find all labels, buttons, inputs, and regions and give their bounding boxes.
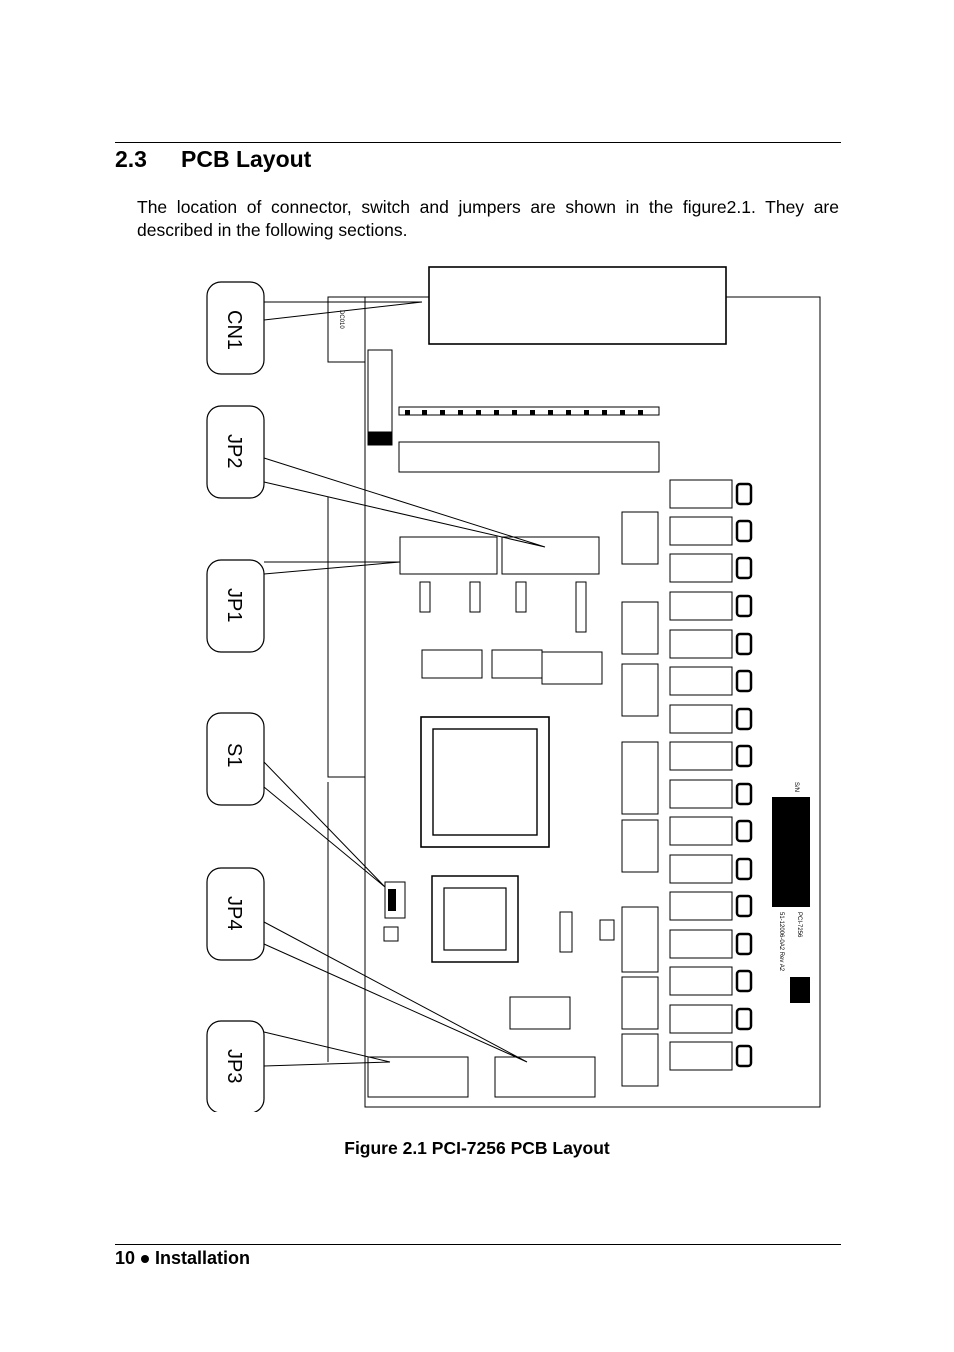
callout-label-jp4: JP4 <box>223 896 245 930</box>
callout-label-jp3: JP3 <box>223 1049 245 1083</box>
top-rule <box>115 142 841 143</box>
jp4-block <box>494 1056 596 1098</box>
page-number: 10 <box>115 1248 136 1268</box>
callout-label-s1: S1 <box>223 743 245 767</box>
pcb-drawing: S/N PCI-7256 51-12006-0A2 Rev A2 DC010 <box>206 266 821 1112</box>
callout-jp4 <box>206 867 265 961</box>
callout-jp3 <box>206 1020 265 1112</box>
callout-label-jp1: JP1 <box>223 588 245 622</box>
footer-rule <box>115 1244 841 1245</box>
callout-label-cn1: CN1 <box>223 310 245 350</box>
part-number-label: 51-12006-0A2 Rev A2 <box>778 912 784 972</box>
section-heading: 2.3 PCB Layout <box>115 146 311 173</box>
jp3-block <box>367 1056 469 1098</box>
s1-switch <box>384 881 406 919</box>
chapter-name: Installation <box>155 1248 251 1268</box>
page-footer: 10 Installation <box>115 1248 250 1269</box>
relay-column <box>669 479 733 1071</box>
pcb-layout-figure: S/N PCI-7256 51-12006-0A2 Rev A2 DC010 <box>200 262 830 1112</box>
section-number: 2.3 <box>115 146 147 172</box>
board-id-label: DC010 <box>338 310 344 329</box>
intro-paragraph: The location of connector, switch and ju… <box>137 197 839 240</box>
sn-label: S/N <box>793 782 799 792</box>
model-label: PCI-7256 <box>796 912 802 938</box>
bullet-icon <box>141 1254 150 1263</box>
terminal-row-top <box>398 406 660 473</box>
cn1-connector <box>428 266 727 345</box>
callout-cn1 <box>206 281 265 375</box>
callout-jp2 <box>206 405 265 499</box>
callout-s1 <box>206 712 265 806</box>
callout-label-jp2: JP2 <box>223 434 245 468</box>
section-title: PCB Layout <box>181 146 312 172</box>
figure-caption: Figure 2.1 PCI-7256 PCB Layout <box>344 1138 610 1158</box>
callout-jp1 <box>206 559 265 653</box>
